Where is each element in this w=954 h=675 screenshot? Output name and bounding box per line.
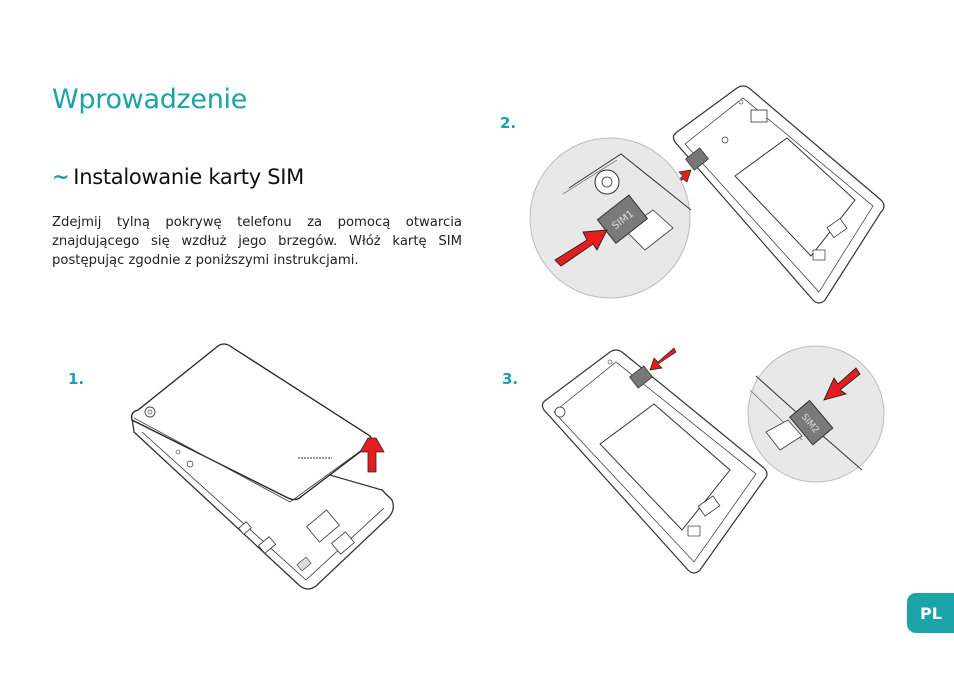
phone-open bbox=[541, 349, 768, 574]
sim-card-small bbox=[629, 365, 653, 389]
phone-body bbox=[131, 417, 394, 590]
zoom-circle: SIM1 bbox=[529, 137, 692, 299]
step-3-illustration: SIM2 bbox=[541, 345, 885, 574]
sim-card-small bbox=[685, 147, 709, 171]
step-1-illustration bbox=[130, 343, 394, 590]
page-title: Wprowadzenie bbox=[52, 84, 248, 115]
back-cover bbox=[130, 343, 373, 503]
step-3-label: 3. bbox=[502, 370, 519, 388]
section-heading: ~Instalowanie karty SIM bbox=[52, 165, 304, 189]
red-arrow-up-icon bbox=[359, 437, 385, 473]
phone-open bbox=[672, 85, 885, 304]
section-tilde: ~ bbox=[52, 165, 70, 189]
step-2-label: 2. bbox=[500, 114, 517, 132]
zoom-circle: SIM2 bbox=[747, 345, 885, 483]
step-1-label: 1. bbox=[68, 370, 85, 388]
red-arrow-small-icon bbox=[649, 347, 677, 371]
step-2-illustration: SIM1 bbox=[529, 85, 885, 304]
section-title: Instalowanie karty SIM bbox=[73, 165, 304, 189]
language-badge: PL bbox=[907, 593, 954, 633]
instructions-text: Zdejmij tylną pokrywę telefonu za pomocą… bbox=[52, 215, 462, 268]
